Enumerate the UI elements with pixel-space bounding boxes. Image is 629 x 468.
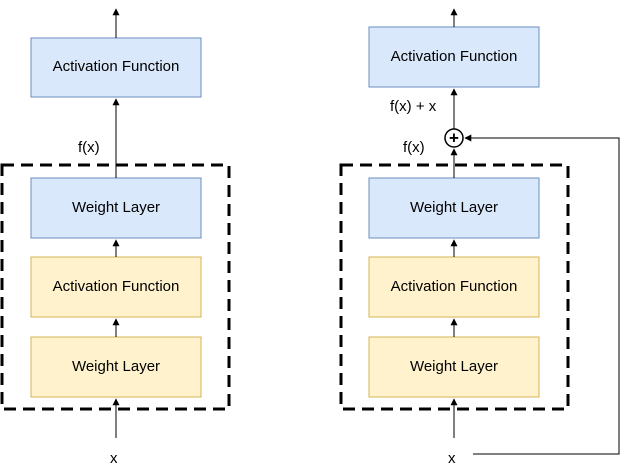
left-top-activation-label: Activation Function: [53, 58, 180, 75]
left-activation-mid-label: Activation Function: [53, 278, 180, 295]
residual-network: Activation Function Weight Layer Activat…: [339, 8, 620, 467]
skip-connection-arrow: [464, 134, 620, 455]
right-input-label: x: [448, 450, 456, 467]
right-activation-mid-label: Activation Function: [391, 278, 518, 295]
left-fx-label: f(x): [78, 139, 100, 156]
left-weight-top-box: [30, 177, 202, 239]
right-weight-top-box: [368, 177, 540, 239]
left-weight-bottom-label: Weight Layer: [72, 358, 160, 375]
right-sum-label: f(x) + x: [390, 98, 437, 115]
add-symbol: +: [449, 128, 459, 147]
right-top-activation-label: Activation Function: [391, 48, 518, 65]
right-activation-mid-box: [368, 256, 540, 318]
left-weight-top-label: Weight Layer: [72, 199, 160, 216]
right-weight-bottom-label: Weight Layer: [410, 358, 498, 375]
plain-network: Activation Function Weight Layer Activat…: [0, 8, 231, 467]
right-weight-bottom-box: [368, 336, 540, 398]
left-activation-mid-box: [30, 256, 202, 318]
right-top-activation-box: [368, 26, 540, 88]
left-dashed-block: [0, 163, 231, 411]
right-dashed-block: [339, 163, 570, 411]
left-input-label: x: [110, 450, 118, 467]
right-fx-label: f(x): [403, 139, 425, 156]
right-weight-top-label: Weight Layer: [410, 199, 498, 216]
